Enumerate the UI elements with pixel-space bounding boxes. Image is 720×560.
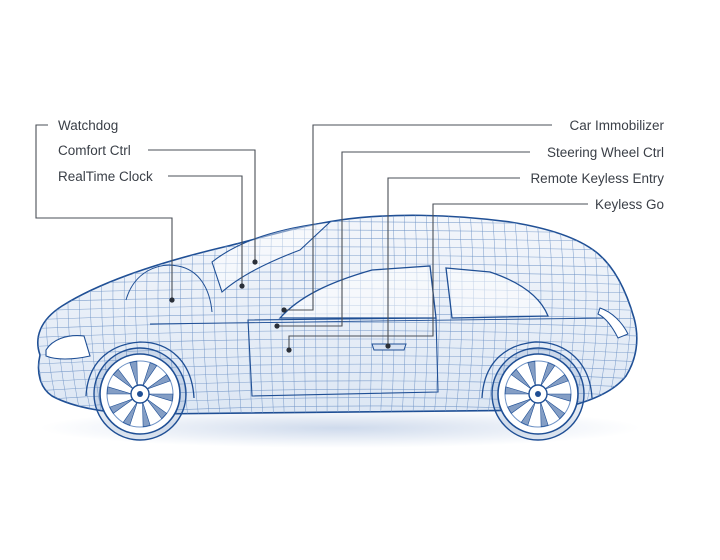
- engine-bay-arch: [125, 264, 213, 313]
- front-door-outline: [247, 317, 439, 397]
- front-door-window: [278, 265, 437, 319]
- leader-realtime-clock: [168, 175, 243, 286]
- leader-remote-keyless-entry: [387, 177, 520, 346]
- tail-light: [597, 307, 629, 339]
- rear-wheel: [491, 347, 585, 441]
- beltline: [149, 317, 611, 325]
- label-comfort-ctrl: Comfort Ctrl: [58, 143, 131, 158]
- leader-watchdog: [35, 124, 173, 300]
- ground-shadow: [40, 408, 640, 448]
- rear-window: [445, 267, 549, 319]
- label-watchdog: Watchdog: [58, 118, 118, 133]
- front-wheel-arch: [85, 341, 195, 399]
- front-wheel: [93, 347, 187, 441]
- dot-realtime-clock: [239, 283, 245, 289]
- dot-keyless-go: [286, 347, 292, 353]
- component-labels: Watchdog Comfort Ctrl RealTime Clock Car…: [58, 118, 665, 212]
- label-keyless-go: Keyless Go: [595, 197, 664, 212]
- leader-lines: [35, 124, 588, 350]
- dot-car-immobilizer: [281, 307, 287, 313]
- leader-comfort-ctrl: [148, 149, 256, 262]
- label-remote-keyless-entry: Remote Keyless Entry: [530, 171, 664, 186]
- callout-dots: [169, 259, 391, 353]
- dot-watchdog: [169, 297, 175, 303]
- label-steering-wheel-ctrl: Steering Wheel Ctrl: [547, 145, 664, 160]
- dot-steering-wheel-ctrl: [274, 323, 280, 329]
- dot-comfort-ctrl: [252, 259, 258, 265]
- dot-remote-keyless-entry: [385, 343, 391, 349]
- leader-car-immobilizer: [284, 124, 552, 311]
- label-car-immobilizer: Car Immobilizer: [569, 118, 664, 133]
- label-realtime-clock: RealTime Clock: [58, 169, 153, 184]
- headlight: [45, 335, 91, 360]
- leader-keyless-go: [288, 203, 588, 350]
- leader-steering-wheel-ctrl: [277, 151, 530, 327]
- rear-wheel-arch: [481, 341, 593, 399]
